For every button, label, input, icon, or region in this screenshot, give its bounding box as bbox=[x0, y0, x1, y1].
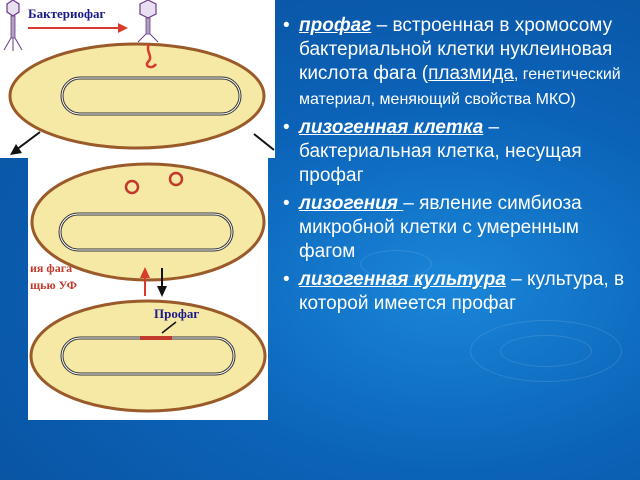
background-ripple bbox=[470, 320, 622, 382]
bacteriophage-label: Бактериофаг bbox=[28, 6, 105, 21]
integration-arrowhead-down bbox=[157, 286, 167, 297]
phage-direction-arrowhead bbox=[118, 23, 128, 33]
definition-text: – культура, в которой имеется профаг bbox=[299, 269, 625, 314]
induction-arrowhead-up bbox=[140, 267, 150, 278]
injected-phage-dna bbox=[145, 43, 158, 69]
term-prophage: профаг bbox=[299, 15, 372, 36]
term-lysogenic-culture: лизогенная культура bbox=[299, 269, 506, 290]
bacterial-cell-middle bbox=[30, 162, 266, 282]
definitions-list: профаг – встроенная в хромосому бактериа… bbox=[283, 14, 635, 320]
background-ripple bbox=[500, 335, 592, 367]
prophage-label: Профаг bbox=[154, 306, 199, 321]
definition-lysogenic-cell: лизогенная клетка – бактериальная клетка… bbox=[283, 116, 635, 188]
branch-arrowhead-left bbox=[10, 144, 22, 155]
uv-induction-label-line2: щью УФ bbox=[30, 278, 77, 292]
term-lysogeny: лизогения bbox=[299, 193, 404, 214]
definition-text: – встроенная в хромосому бактериальной к… bbox=[299, 15, 613, 84]
definition-text: – явление симбиоза микробной клетки с ум… bbox=[299, 193, 582, 262]
branch-arrow-left bbox=[15, 131, 41, 151]
bacterial-cell-bottom bbox=[29, 299, 267, 413]
bacterial-cell-top bbox=[8, 42, 266, 150]
plasmid-link[interactable]: плазмида bbox=[428, 63, 514, 84]
definition-lysogeny: лизогения – явление симбиоза микробной к… bbox=[283, 192, 635, 264]
definition-prophage: профаг – встроенная в хромосому бактериа… bbox=[283, 14, 635, 112]
phage-icon bbox=[3, 0, 23, 51]
uv-induction-label-line1: ия фага bbox=[30, 261, 72, 275]
term-lysogenic-cell: лизогенная клетка bbox=[299, 117, 484, 138]
attached-phage-icon bbox=[137, 0, 159, 43]
definition-lysogenic-culture: лизогенная культура – культура, в которо… bbox=[283, 268, 635, 316]
definition-tail: , генетический материал, меняющий свойст… bbox=[299, 66, 621, 108]
definition-text: – бактериальная клетка, несущая профаг bbox=[299, 117, 582, 186]
prophage-pointer bbox=[161, 321, 177, 334]
lysogeny-diagram: Бактериофаг ия фага щью УФ bbox=[3, 0, 275, 413]
branch-arrow-right bbox=[253, 133, 275, 151]
plasmid-circle bbox=[168, 171, 184, 187]
plasmid-circle bbox=[124, 179, 140, 195]
